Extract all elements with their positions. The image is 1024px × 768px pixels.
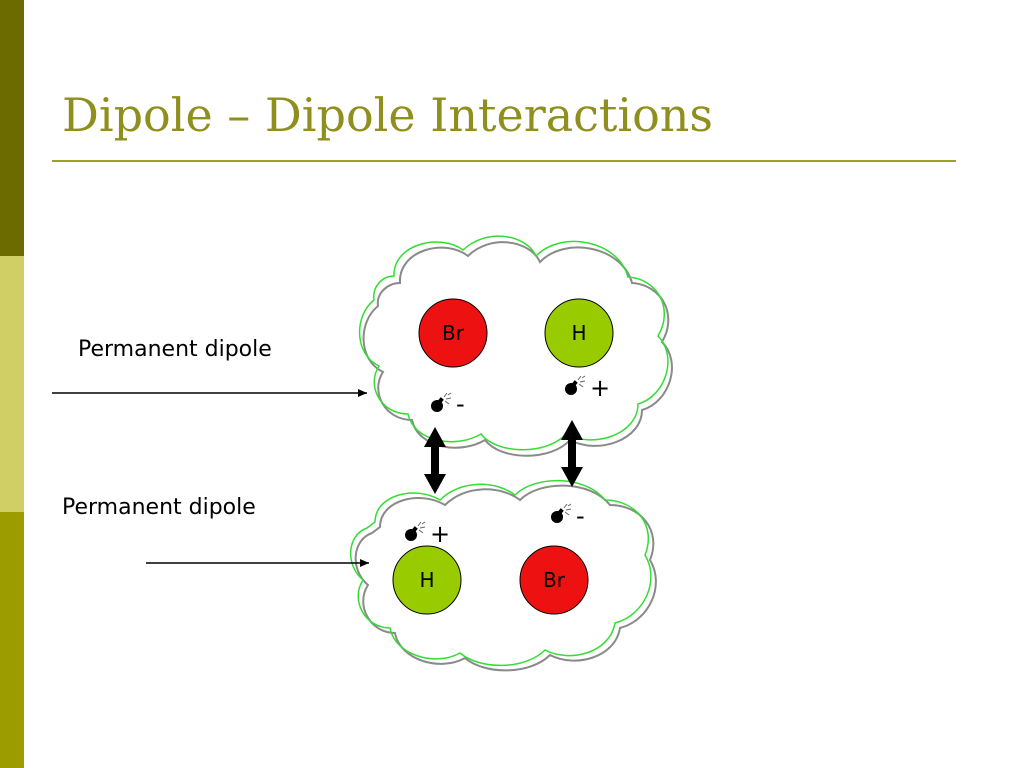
- charge-top-right: +: [590, 374, 610, 402]
- charge-bottom-right: -: [576, 502, 585, 530]
- permanent-dipole-label-bottom: Permanent dipole: [62, 495, 256, 520]
- atom-top-left-symbol: Br: [442, 321, 465, 345]
- atom-bottom-right-symbol: Br: [543, 568, 566, 592]
- side-strip-bottom: [0, 512, 24, 768]
- atom-top-right: [544, 298, 614, 368]
- slide-title: Dipole – Dipole Interactions: [62, 88, 714, 142]
- interaction-arrow-left: [424, 427, 446, 494]
- charge-bottom-left: +: [430, 520, 450, 548]
- permanent-dipole-label-top: Permanent dipole: [78, 337, 272, 362]
- charge-top-left: -: [456, 390, 465, 418]
- atom-top-left: [418, 298, 488, 368]
- atom-bottom-right: [519, 545, 589, 615]
- atom-bottom-left: [392, 545, 462, 615]
- electron-cloud-bottom-green: [349, 479, 652, 667]
- title-underline: [52, 160, 956, 162]
- side-strip-middle: [0, 256, 24, 512]
- side-strip-top: [0, 0, 24, 256]
- interaction-arrow-right: [561, 420, 583, 487]
- atom-top-right-symbol: H: [571, 321, 586, 345]
- electron-cloud-top-gray: [362, 241, 673, 457]
- electron-cloud-top-green: [358, 235, 669, 451]
- electron-cloud-bottom-gray: [354, 484, 657, 672]
- atom-bottom-left-symbol: H: [419, 568, 434, 592]
